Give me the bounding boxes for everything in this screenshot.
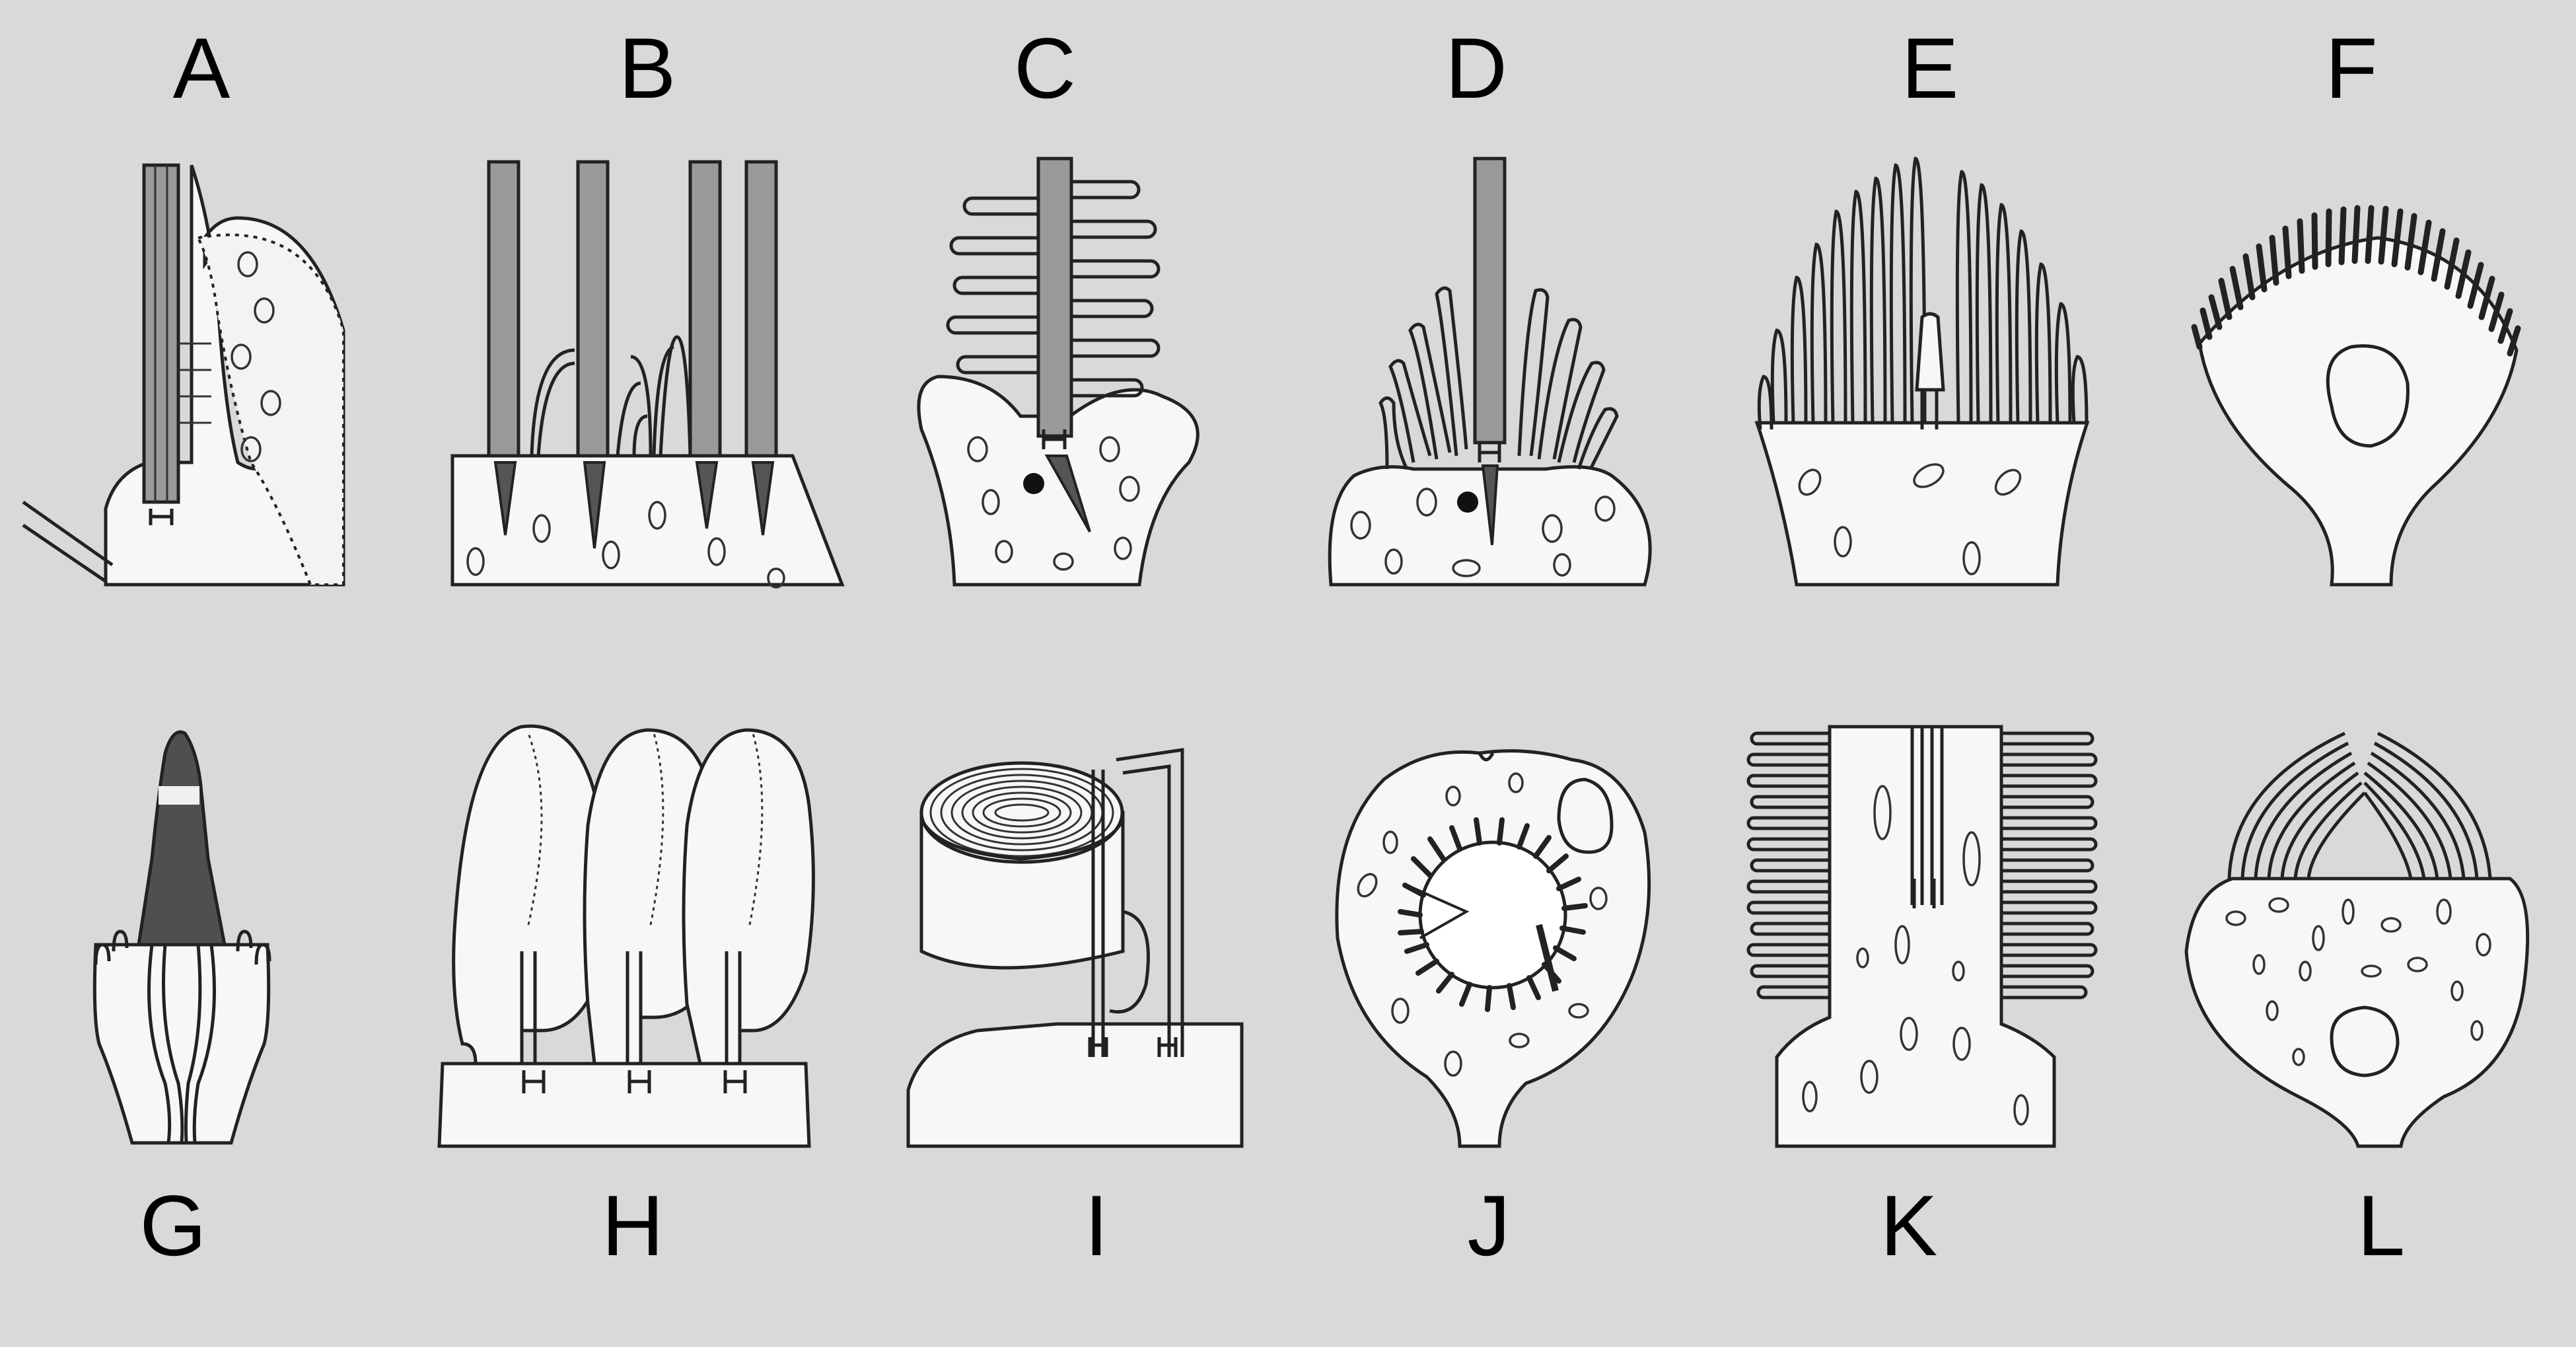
panel-f-drawing [2191, 205, 2521, 587]
label-j: J [1468, 1177, 1511, 1274]
panel-e-drawing [1754, 157, 2090, 587]
panel-k-drawing [1746, 725, 2098, 1148]
panel-i-drawing [906, 748, 1244, 1148]
label-b: B [619, 20, 676, 116]
panel-h-drawing [437, 724, 815, 1148]
panel-c-drawing [917, 157, 1199, 587]
label-e: E [1902, 20, 1959, 116]
label-k: K [1880, 1177, 1938, 1274]
panel-l-drawing [2184, 731, 2530, 1148]
label-c: C [1014, 20, 1076, 116]
label-l: L [2357, 1177, 2405, 1274]
label-h: H [602, 1177, 664, 1274]
label-f: F [2325, 20, 2377, 116]
panel-j-drawing [1335, 749, 1651, 1148]
panel-d-drawing [1328, 157, 1652, 587]
label-d: D [1445, 20, 1507, 116]
panel-a-drawing [22, 163, 345, 587]
label-a: A [173, 20, 231, 116]
label-g: G [139, 1177, 206, 1274]
label-i: I [1085, 1177, 1108, 1274]
panel-g-drawing [92, 730, 271, 1145]
panel-b-drawing [450, 160, 845, 589]
